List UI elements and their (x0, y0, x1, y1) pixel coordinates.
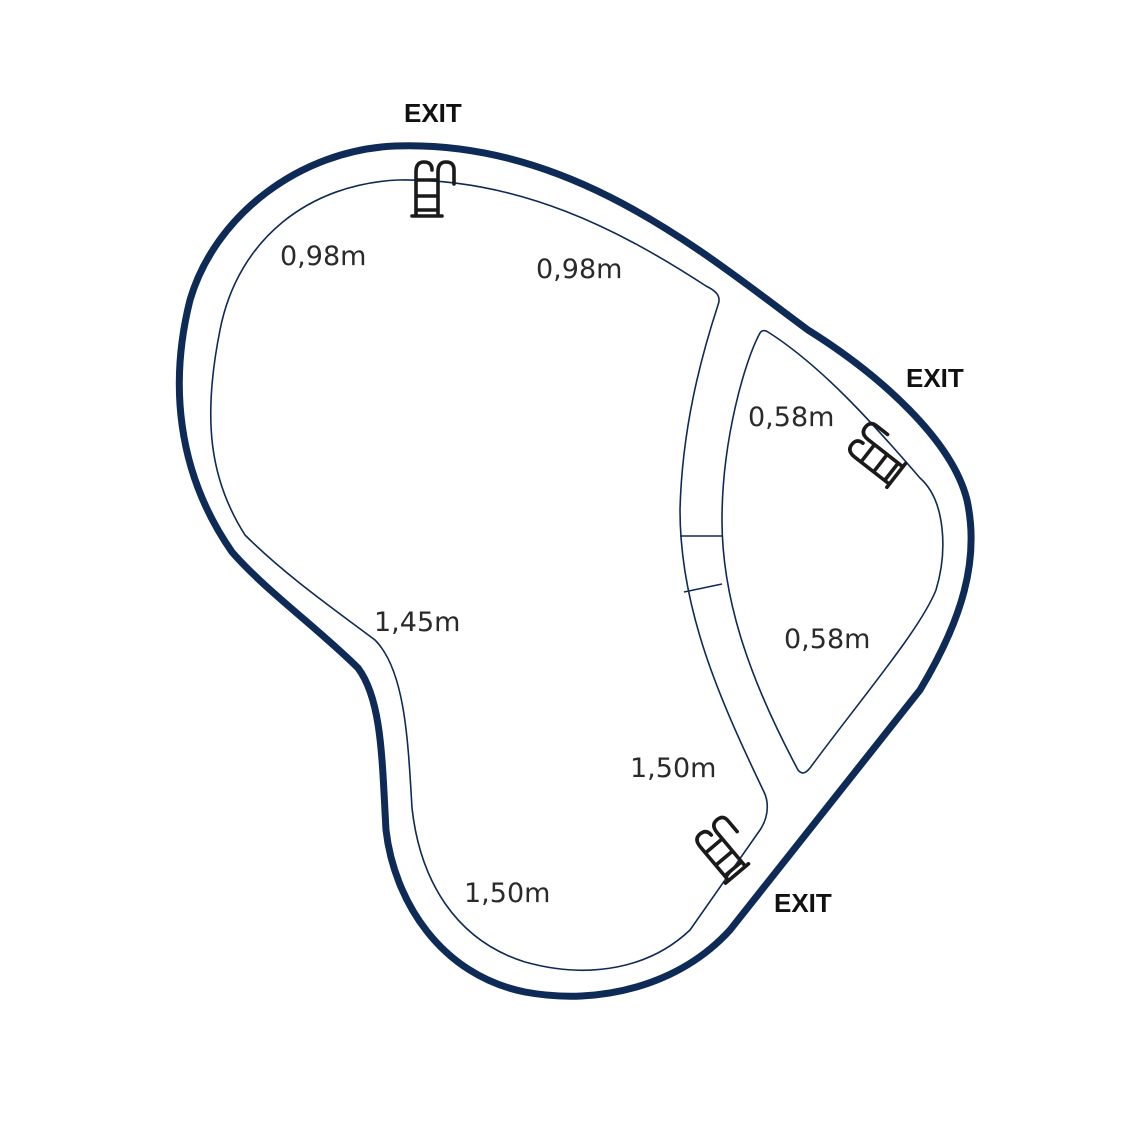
depth-label-right-upper: 0,58m (748, 402, 834, 433)
exit-label-top: EXIT (404, 98, 462, 128)
depth-label-top-left: 0,98m (280, 241, 366, 272)
pool-ladder-icon (410, 160, 456, 218)
depth-label-top-middle: 0,98m (536, 254, 622, 285)
depth-label-bottom: 1,50m (464, 878, 550, 909)
exit-label-right: EXIT (906, 363, 964, 393)
pool-outer-edge (175, 142, 975, 1000)
depth-label-right-lower: 0,58m (784, 624, 870, 655)
depth-label-middle-right: 1,50m (630, 753, 716, 784)
exit-label-bottom: EXIT (774, 888, 832, 918)
depth-label-middle-left: 1,45m (374, 607, 460, 638)
pool-main-area (209, 179, 769, 971)
pool-shallow-area (721, 329, 944, 774)
step-line-lower (683, 583, 723, 593)
